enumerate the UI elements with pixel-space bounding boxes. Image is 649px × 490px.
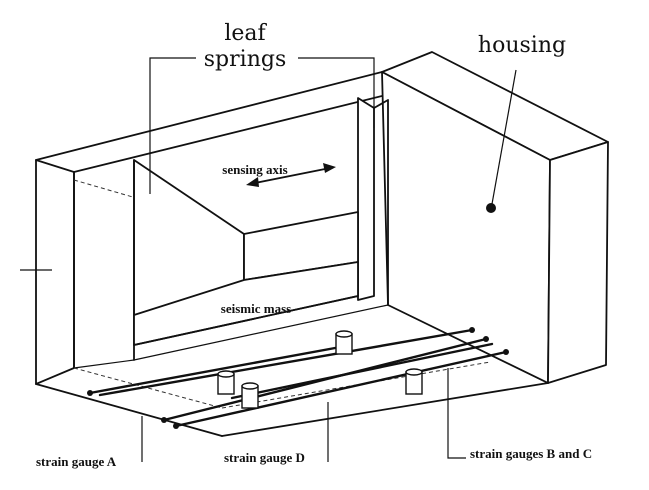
housing-back-top-edge [35, 71, 383, 161]
strain-gauge-wires [87, 327, 509, 429]
seismic-mass-bottom [133, 261, 359, 346]
strain-gauge-cylinders [217, 330, 423, 409]
seismic-mass [133, 211, 359, 346]
cylinder-left [217, 370, 235, 395]
wire-end-4 [161, 417, 167, 423]
cylinder-center [241, 382, 259, 409]
strain-gauge-a-label: strain gauge A [36, 454, 117, 469]
housing-right-side [547, 141, 609, 384]
wire-end-6 [503, 349, 509, 355]
strain-gauge-a-wire [88, 344, 348, 395]
strain-gauges-bc-callout [447, 368, 466, 459]
housing-label: housing [478, 33, 566, 58]
housing-floor-back [133, 304, 389, 361]
strain-gauges-bc-label: strain gauges B and C [470, 446, 592, 461]
wire-end-2 [469, 327, 475, 333]
strain-gauge-wire-mid [230, 342, 494, 400]
wire-end-1 [87, 390, 93, 396]
strain-gauge-wire-upper [98, 328, 474, 397]
cylinder-right [405, 368, 423, 395]
leaf-springs-callout [149, 57, 196, 194]
leaf-spring-right [357, 97, 375, 301]
leaf-spring-right-top [373, 99, 389, 306]
housing-back-inner-edge [73, 95, 383, 173]
housing-left-front [35, 159, 75, 385]
strain-gauge-d-label: strain gauge D [224, 450, 305, 465]
leaf-springs-callout-right [298, 57, 375, 128]
cylinder-top [335, 330, 353, 355]
housing-callout-dot [486, 203, 496, 213]
seismic-mass-lower-edge [133, 295, 359, 346]
housing-callout-line [491, 69, 517, 205]
seismic-mass-label: seismic mass [221, 301, 291, 316]
strain-gauge-bc-wire [174, 350, 508, 428]
leaf-springs-label-line2: springs [204, 47, 286, 72]
housing-base-right-edge [221, 382, 549, 437]
sensing-axis-arrow [246, 163, 336, 187]
sensing-axis-label: sensing axis [222, 162, 287, 177]
wire-end-5 [173, 423, 179, 429]
housing-body [35, 51, 609, 437]
housing-floor-left [73, 359, 135, 369]
wire-end-3 [483, 336, 489, 342]
leaf-springs-label-line1: leaf [224, 21, 267, 46]
housing-base-front-edge [35, 383, 223, 437]
housing-hidden-edge-1 [73, 367, 223, 409]
